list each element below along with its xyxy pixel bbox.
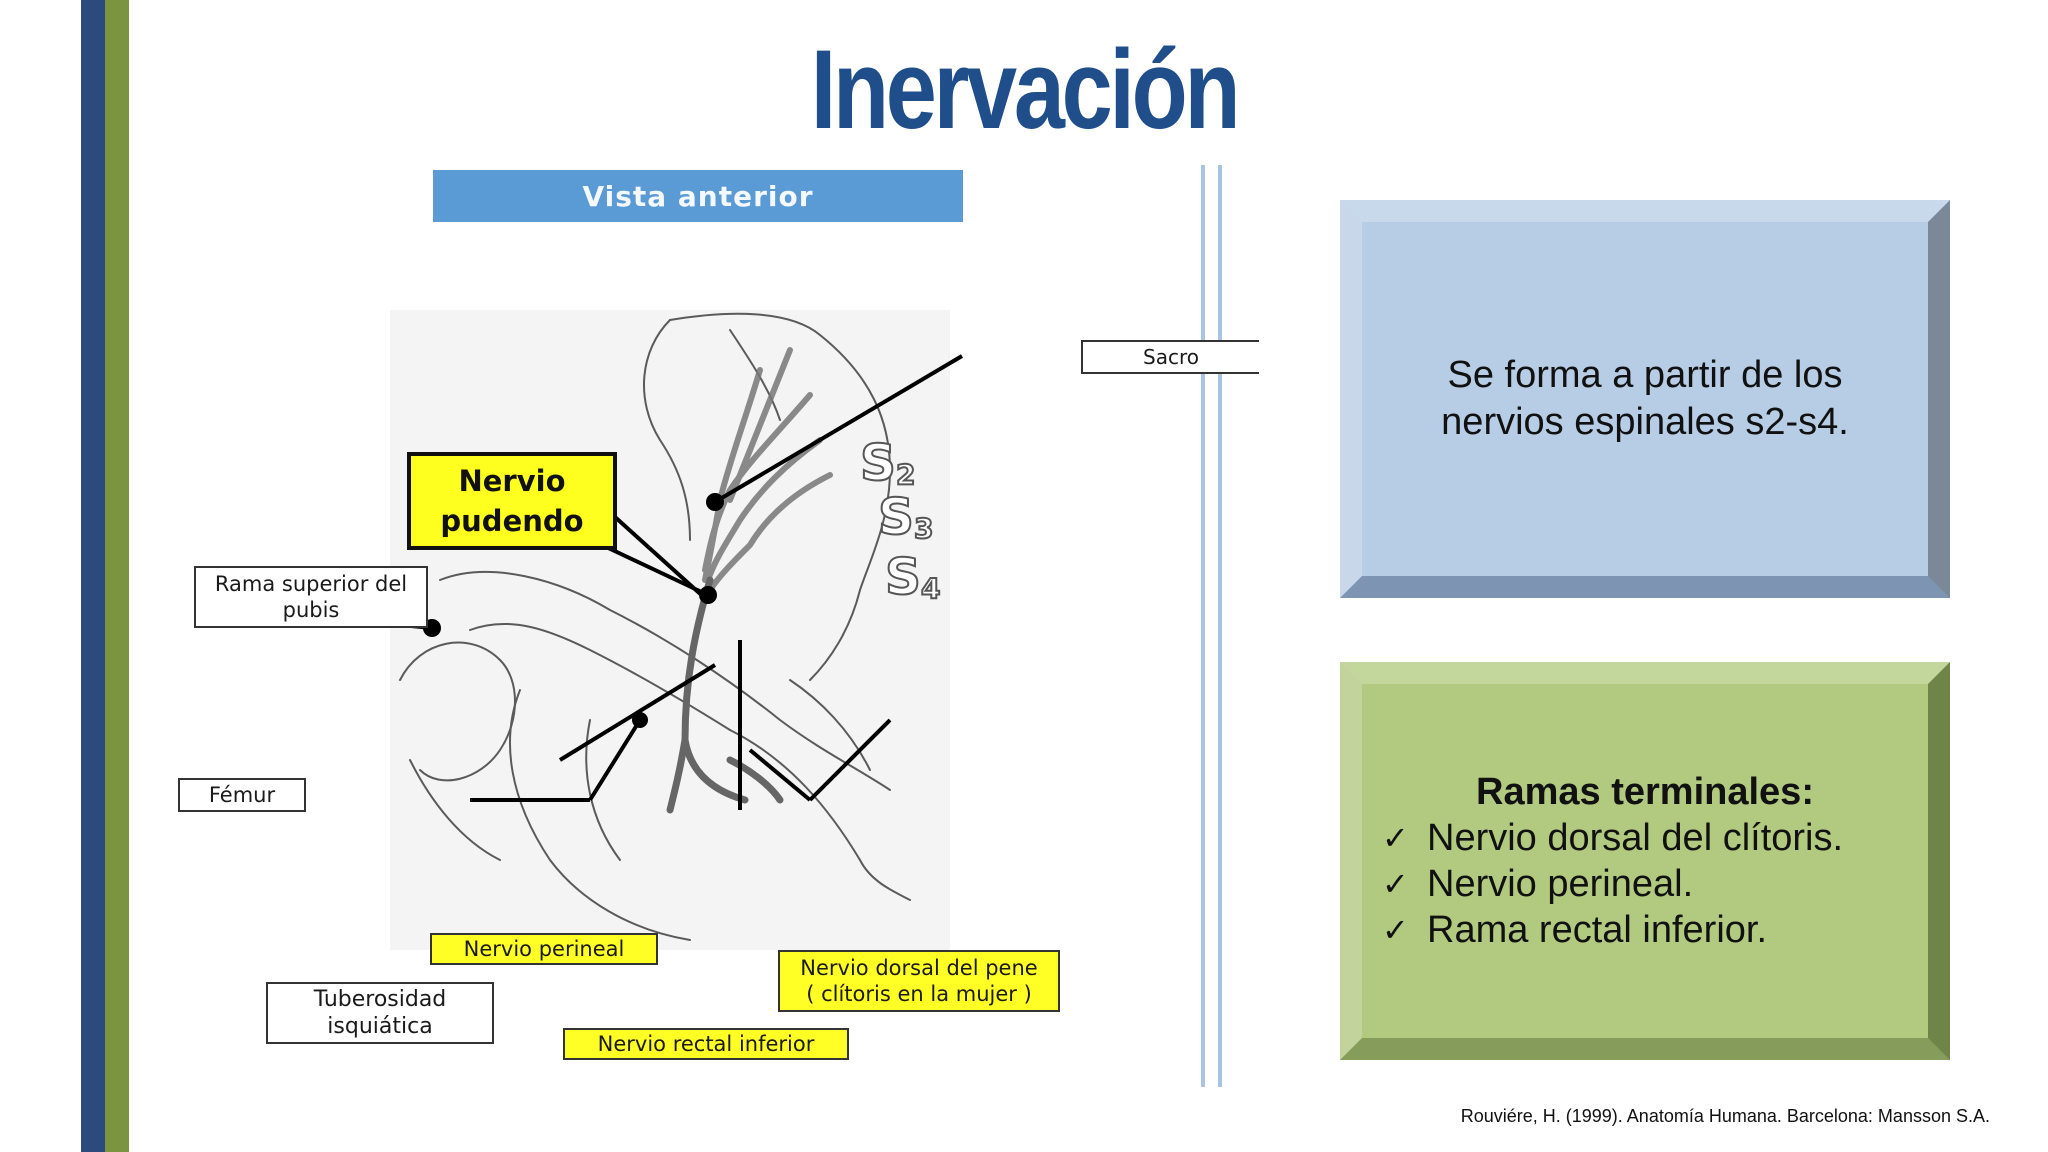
origin-line2: nervios espinales s2-s4. xyxy=(1441,401,1849,443)
left-accent-bar-blue xyxy=(81,0,105,1152)
list-item: ✓ Nervio dorsal del clítoris. xyxy=(1382,815,1908,861)
divider-line-right xyxy=(1218,165,1222,1087)
list-item: ✓ Nervio perineal. xyxy=(1382,861,1908,907)
label-nervio-perineal: Nervio perineal xyxy=(430,933,658,965)
pudendal-nerve-label: Nervio pudendo xyxy=(407,452,617,550)
label-nervio-rectal-inferior: Nervio rectal inferior xyxy=(563,1028,849,1060)
branches-box-content: Ramas terminales: ✓ Nervio dorsal del clí… xyxy=(1362,684,1928,1038)
branches-heading: Ramas terminales: xyxy=(1476,771,1814,813)
divider-line-left xyxy=(1201,165,1205,1087)
sacral-root-letter: S xyxy=(884,548,922,606)
nervio-dorsal-line2: ( clítoris en la mujer ) xyxy=(806,982,1032,1006)
label-tuberosidad-isquiatica: Tuberosidad isquiática xyxy=(266,982,494,1044)
sacral-root-number: 2 xyxy=(895,457,917,492)
checkmark-icon: ✓ xyxy=(1382,866,1409,902)
label-femur: Fémur xyxy=(178,778,306,812)
slide-title: Inervación xyxy=(810,27,1241,152)
sacral-root-number: 3 xyxy=(913,511,935,546)
branches-list: ✓ Nervio dorsal del clítoris. ✓ Nervio per… xyxy=(1382,815,1908,953)
citation: Rouviére, H. (1999). Anatomía Humana. Ba… xyxy=(1460,1106,1990,1126)
branches-box: Ramas terminales: ✓ Nervio dorsal del clí… xyxy=(1340,662,1950,1060)
drawing-background xyxy=(390,310,950,950)
tuberosidad-line2: isquiática xyxy=(327,1014,433,1039)
origin-box-content: Se forma a partir de los nervios espinal… xyxy=(1362,222,1928,576)
tuberosidad-line1: Tuberosidad xyxy=(313,986,447,1012)
sacral-root-letter: S xyxy=(859,434,897,492)
rama-superior-line2: pubis xyxy=(282,598,340,622)
origin-box: Se forma a partir de los nervios espinal… xyxy=(1340,200,1950,598)
sacral-root-s4: S4 xyxy=(884,551,942,614)
anatomy-drawing xyxy=(307,310,964,950)
branch-text: Nervio dorsal del clítoris. xyxy=(1427,817,1844,859)
list-item: ✓ Rama rectal inferior. xyxy=(1382,907,1908,953)
pelvis-sketch xyxy=(399,312,911,941)
label-sacro: Sacro xyxy=(1081,340,1259,374)
sacral-root-number: 4 xyxy=(920,571,942,606)
origin-line1: Se forma a partir de los xyxy=(1447,354,1843,396)
branch-text: Rama rectal inferior. xyxy=(1427,909,1768,951)
sacral-root-s2: S2 xyxy=(859,437,917,500)
view-label: Vista anterior xyxy=(433,170,963,222)
label-nervio-dorsal: Nervio dorsal del pene ( clítoris en la … xyxy=(778,950,1060,1012)
left-accent-bar-green xyxy=(105,0,129,1152)
checkmark-icon: ✓ xyxy=(1382,820,1409,856)
pudendal-label-line2: pudendo xyxy=(440,504,584,538)
nervio-dorsal-line1: Nervio dorsal del pene xyxy=(800,955,1038,980)
branch-text: Nervio perineal. xyxy=(1427,863,1694,905)
label-rama-superior-pubis: Rama superior del pubis xyxy=(194,566,428,628)
checkmark-icon: ✓ xyxy=(1382,912,1409,948)
pudendal-label-line1: Nervio xyxy=(458,464,566,498)
sacral-root-s3: S3 xyxy=(877,491,935,554)
sacral-root-letter: S xyxy=(877,488,915,546)
rama-superior-line1: Rama superior del xyxy=(214,571,408,596)
anatomy-diagram: Vista anterior Nervio pudendo S2 S3 S4 S… xyxy=(170,160,1270,1080)
